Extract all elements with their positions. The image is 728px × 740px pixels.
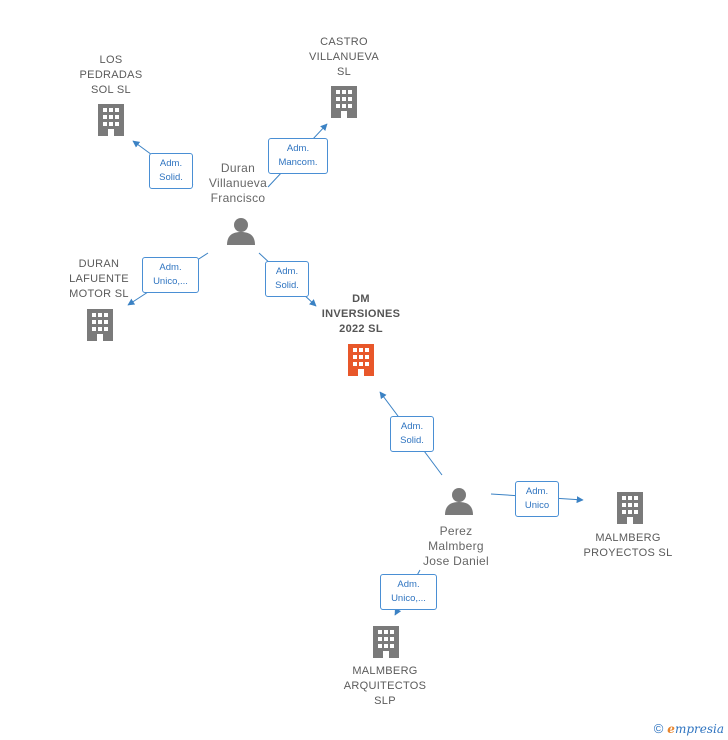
- label-line: Perez: [439, 524, 473, 538]
- copyright-symbol: ©: [653, 721, 664, 736]
- brand-initial: e: [667, 722, 675, 736]
- building-icon[interactable]: [617, 492, 643, 524]
- label-line: Malmberg: [428, 539, 484, 553]
- company-label-malmberg-arquitectos[interactable]: MALMBERG ARQUITECTOS SLP: [344, 664, 427, 709]
- person-icon[interactable]: [227, 218, 255, 245]
- label-line: Duran: [220, 161, 256, 175]
- company-label-dm-inversiones[interactable]: DM INVERSIONES 2022 SL: [322, 292, 401, 337]
- brand-name: mpresia: [674, 722, 724, 736]
- label-line: Villanueva: [208, 176, 268, 190]
- label-line: Francisco: [210, 191, 266, 205]
- edge-label-e3[interactable]: Adm. Unico,...: [142, 257, 199, 293]
- edge-label-line: Adm.: [400, 421, 424, 432]
- edge-label-line: Adm.: [525, 486, 549, 497]
- edge-label-line: Unico,...: [153, 276, 188, 287]
- edge-label-line: Solid.: [159, 172, 183, 183]
- label-line: SL: [336, 66, 352, 78]
- person-icon[interactable]: [445, 488, 473, 515]
- edge-label-e7[interactable]: Adm. Unico,...: [380, 574, 437, 610]
- label-line: LOS: [99, 54, 123, 66]
- company-label-malmberg-proyectos[interactable]: MALMBERG PROYECTOS SL: [584, 531, 673, 561]
- edge-label-e1[interactable]: Adm. Solid.: [149, 153, 193, 189]
- edge-label-line: Unico,...: [391, 593, 426, 604]
- label-line: PROYECTOS SL: [583, 547, 673, 559]
- label-line: DM: [352, 293, 370, 305]
- label-line: SOL SL: [91, 84, 131, 96]
- edge-label-line: Unico: [524, 500, 550, 511]
- label-line: PEDRADAS: [79, 69, 143, 81]
- person-label-duran-villanueva[interactable]: Duran Villanueva Francisco: [209, 161, 267, 206]
- edge-label-line: Solid.: [400, 435, 424, 446]
- edge-label-line: Mancom.: [278, 157, 318, 168]
- edge-label-line: Adm.: [397, 579, 420, 590]
- label-line: 2022 SL: [339, 323, 383, 335]
- label-line: Jose Daniel: [422, 554, 490, 568]
- label-line: CASTRO: [320, 36, 368, 48]
- label-line: SLP: [374, 695, 396, 707]
- label-line: VILLANUEVA: [308, 51, 380, 63]
- company-label-castro-villanueva[interactable]: CASTRO VILLANUEVA SL: [309, 35, 379, 80]
- company-label-los-pedradas[interactable]: LOS PEDRADAS SOL SL: [80, 53, 143, 98]
- building-icon[interactable]: [373, 626, 399, 658]
- person-label-perez-malmberg[interactable]: Perez Malmberg Jose Daniel: [423, 524, 489, 569]
- edge-label-e5[interactable]: Adm. Solid.: [390, 416, 434, 452]
- label-line: MOTOR SL: [69, 288, 129, 300]
- edge-label-line: Solid.: [275, 280, 299, 291]
- edge-label-e4[interactable]: Adm. Solid.: [265, 261, 309, 297]
- edge-label-line: Adm.: [275, 266, 299, 277]
- label-line: MALMBERG: [352, 665, 418, 677]
- label-line: ARQUITECTOS: [343, 680, 427, 692]
- building-icon-main[interactable]: [348, 344, 374, 376]
- label-line: MALMBERG: [595, 532, 661, 544]
- building-icon[interactable]: [98, 104, 124, 136]
- edge-label-line: Adm.: [286, 143, 310, 154]
- edge-label-e6[interactable]: Adm. Unico: [515, 481, 559, 517]
- edge-label-e2[interactable]: Adm. Mancom.: [268, 138, 328, 174]
- edge-label-line: Adm.: [159, 158, 183, 169]
- company-label-duran-lafuente[interactable]: DURAN LAFUENTE MOTOR SL: [69, 257, 129, 302]
- label-line: LAFUENTE: [69, 273, 129, 285]
- building-icon[interactable]: [331, 86, 357, 118]
- label-line: INVERSIONES: [321, 308, 401, 320]
- empresia-watermark: ©empresia: [654, 721, 724, 736]
- edge-label-line: Adm.: [159, 262, 182, 273]
- building-icon[interactable]: [87, 309, 113, 341]
- label-line: DURAN: [78, 258, 120, 270]
